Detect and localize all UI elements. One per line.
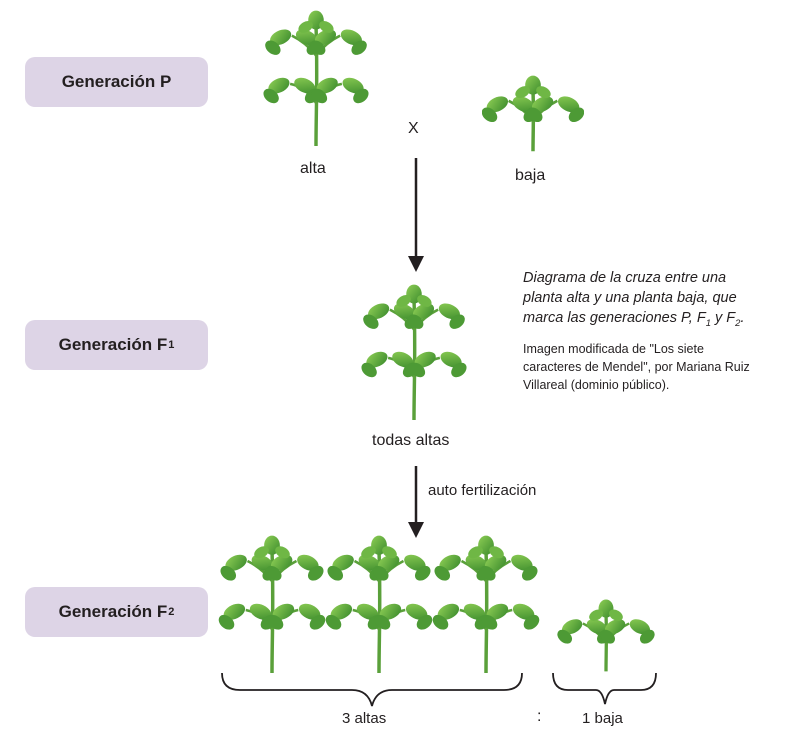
caption-line-3b: y F <box>710 310 736 326</box>
caption-credit-line-3: Villareal (dominio público). <box>523 377 670 392</box>
cross-symbol: X <box>408 120 419 137</box>
three-tall-label: 3 altas <box>342 710 387 727</box>
generation-f2-subscript: 2 <box>168 606 175 618</box>
tall-label: alta <box>300 160 326 177</box>
caption-credit-line-1: Imagen modificada de "Los siete <box>523 341 704 356</box>
caption-line-1: Diagrama de la cruza entre una <box>523 270 727 286</box>
caption-credit: Imagen modificada de "Los siete caracter… <box>523 340 791 394</box>
one-short-label: 1 baja <box>582 710 623 727</box>
generation-f1-subscript: 1 <box>168 339 175 351</box>
arrow-p-to-f1 <box>408 158 424 272</box>
three-tall-brace <box>221 672 523 707</box>
caption-line-2: planta alta y una planta baja, que <box>523 290 737 306</box>
caption-line-3c: . <box>740 310 745 326</box>
one-short-brace <box>552 672 657 705</box>
caption-line-3a: marca las generaciones P, F <box>523 310 706 326</box>
short-label: baja <box>515 167 546 184</box>
arrow-f1-to-f2 <box>408 466 424 538</box>
generation-f2-text: Generación F <box>58 602 168 621</box>
caption-sub-1: 1 <box>705 317 711 329</box>
all-tall-label: todas altas <box>372 432 450 449</box>
figure-caption: Diagrama de la cruza entre una planta al… <box>523 268 791 394</box>
generation-f1-text: Generación F <box>58 335 168 354</box>
caption-line-3: marca las generaciones P, F1 y F2. <box>523 308 791 334</box>
generation-p-label: Generación P <box>25 57 208 107</box>
generation-p-text: Generación P <box>61 72 172 91</box>
ratio-separator: : <box>537 708 542 725</box>
self-fertilization-label: auto fertilización <box>428 482 537 499</box>
caption-credit-line-2: caracteres de Mendel", por Mariana Ruiz <box>523 359 750 374</box>
caption-sub-2: 2 <box>735 317 741 329</box>
